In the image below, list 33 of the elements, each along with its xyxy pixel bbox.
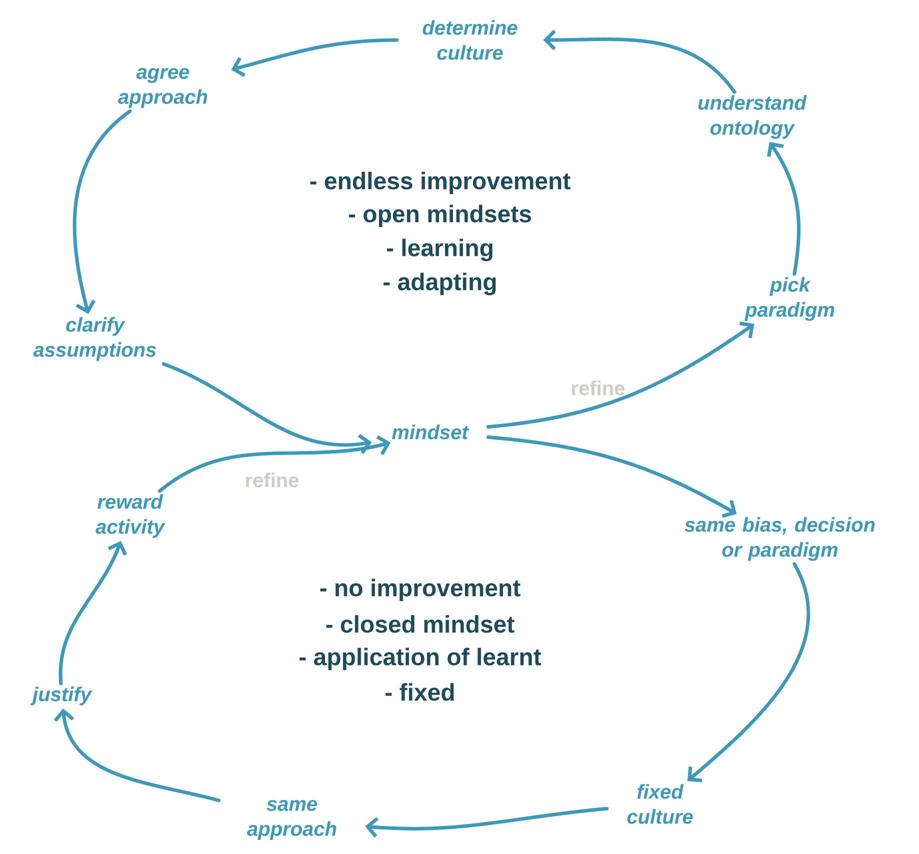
list-item: - adapting bbox=[384, 272, 496, 296]
arrow bbox=[486, 435, 737, 518]
edge-label: refine bbox=[572, 380, 625, 396]
step-label: clarify assumptions bbox=[33, 317, 156, 361]
arrow bbox=[767, 142, 801, 276]
arrow bbox=[72, 109, 132, 314]
arrow bbox=[162, 362, 372, 454]
list-item: - closed mindset bbox=[326, 615, 514, 633]
arrow bbox=[231, 38, 399, 77]
step-label: reward activity bbox=[96, 494, 166, 538]
arrow bbox=[365, 806, 609, 838]
arrow bbox=[543, 30, 736, 94]
step-label: determine culture bbox=[422, 20, 518, 60]
list-item: - endless improvement bbox=[310, 172, 570, 194]
step-label: mindset bbox=[392, 424, 470, 440]
arrow bbox=[54, 708, 221, 802]
arrow bbox=[158, 435, 391, 493]
step-label: fixed culture bbox=[627, 784, 693, 824]
step-label: understand ontology bbox=[698, 95, 807, 139]
step-label: pick paradigm bbox=[744, 277, 834, 321]
arrow bbox=[486, 322, 754, 429]
arrow bbox=[58, 541, 128, 686]
step-label: same approach bbox=[247, 800, 336, 840]
step-label: agree approach bbox=[118, 68, 208, 108]
list-item: - open mindsets bbox=[348, 204, 532, 228]
list-item: - application of learnt bbox=[300, 648, 542, 670]
edge-label: refine bbox=[246, 472, 299, 488]
list-item: - learning bbox=[386, 238, 492, 262]
list-item: - fixed bbox=[386, 683, 454, 701]
arrow bbox=[687, 562, 810, 782]
list-item: - no improvement bbox=[320, 578, 520, 602]
step-label: same bias, decision or paradigm bbox=[684, 517, 875, 561]
step-label: justify bbox=[30, 686, 92, 706]
